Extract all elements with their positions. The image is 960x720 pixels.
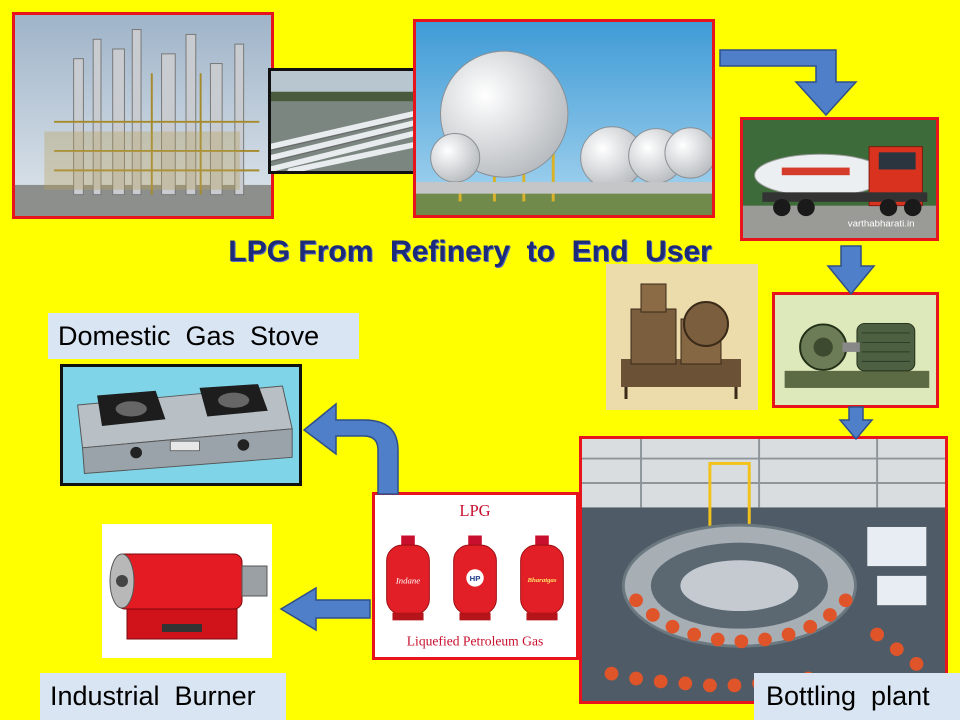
lpg-heading: LPG [459,501,490,520]
industrial-burner-label: Industrial Burner [40,673,286,720]
arrow-to-burner [279,586,371,632]
lpg-tanker-image: varthabharati.in [740,117,939,241]
gas-stove-image [60,364,302,486]
cylinder-bharatgas: Bharatgas [520,535,564,621]
lpg-cylinders-card: LPG Indane HP Bharatgas Liquefied Petr [372,492,579,660]
refinery-image [12,12,274,219]
lpg-caption: Liquefied Petroleum Gas [407,633,544,648]
arrow-to-bottling [838,406,874,441]
pipeline-image [268,68,418,174]
hp-brand: HP [470,574,481,583]
bharatgas-brand: Bharatgas [526,577,556,584]
bottling-plant-label: Bottling plant [754,673,960,720]
storage-spheres-image [413,19,715,218]
tanker-watermark: varthabharati.in [848,219,915,230]
arrow-to-pump [826,245,876,296]
cylinder-indane: Indane [386,535,430,621]
industrial-burner-image [102,524,272,658]
cylinder-hp: HP [453,535,497,621]
compressor-image [606,264,758,410]
pump-motor-image [772,292,939,408]
indane-brand: Indane [395,576,420,586]
arrow-to-tanker [719,49,858,117]
arrow-to-stove [302,402,399,495]
bottling-plant-image [579,436,948,704]
domestic-gas-stove-label: Domestic Gas Stove [48,313,359,359]
slide-title: LPG From Refinery to End User [228,235,712,268]
